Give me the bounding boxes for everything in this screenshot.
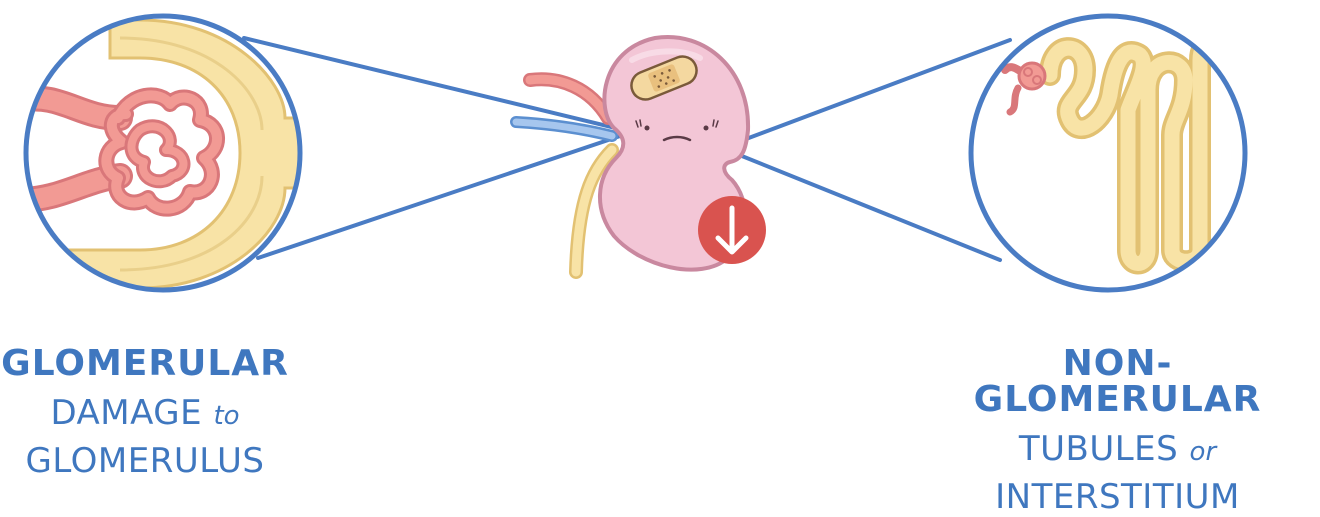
non-glomerular-line-1: TUBULES or xyxy=(925,432,1310,466)
glomerular-caption: GLOMERULAR DAMAGE to GLOMERULUS xyxy=(0,346,290,478)
non-glomerular-title: NON-GLOMERULAR xyxy=(925,346,1310,418)
glomerulus-magnifier xyxy=(20,16,310,290)
non-glomerular-caption: NON-GLOMERULAR TUBULES or INTERSTITIUM xyxy=(925,346,1310,514)
glomerular-title: GLOMERULAR xyxy=(0,346,290,382)
nephron-tubule-magnifier xyxy=(971,16,1245,290)
arrow-down-icon xyxy=(698,196,766,264)
glomerular-line-1: DAMAGE to xyxy=(0,396,290,430)
glomerular-line-1-main: DAMAGE xyxy=(50,393,202,433)
non-glomerular-line-1-main: TUBULES xyxy=(1019,429,1178,469)
glomerular-line-2: GLOMERULUS xyxy=(0,444,290,478)
kidney-illustration xyxy=(516,37,766,272)
non-glomerular-line-2: INTERSTITIUM xyxy=(925,480,1310,514)
non-glomerular-line-1-connector: or xyxy=(1190,437,1217,467)
glomerular-line-1-connector: to xyxy=(213,401,239,431)
